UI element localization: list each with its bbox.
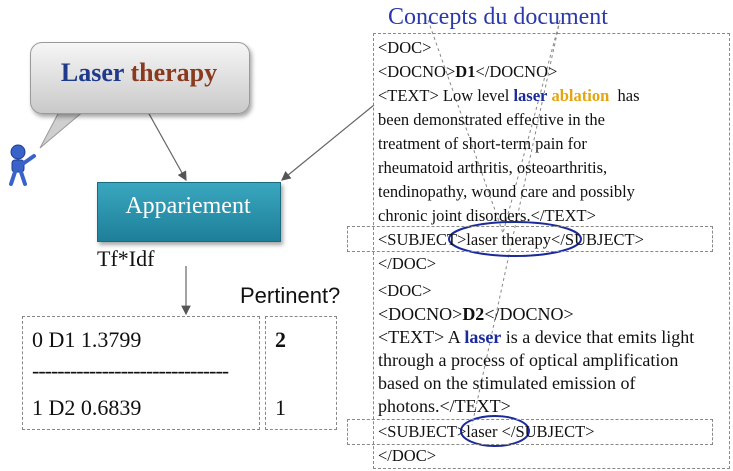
doc2-open-tag: <DOC> xyxy=(378,281,432,300)
concept-link-1 xyxy=(427,19,504,234)
doc1-open-tag: <DOC> xyxy=(378,38,432,57)
score: 0.6839 xyxy=(80,395,142,420)
concept-link-2 xyxy=(502,19,561,234)
bubble-tail xyxy=(39,109,87,149)
score: 1.3799 xyxy=(80,327,142,352)
doc2-docno: <DOCNO>D2</DOCNO> xyxy=(378,304,574,325)
judgement-2: 1 xyxy=(275,395,286,420)
docno-value: D1 xyxy=(455,62,476,81)
text: is a device that emits light xyxy=(501,327,695,347)
bubble-to-match-arrow xyxy=(147,111,187,182)
scoring-label: Tf*Idf xyxy=(97,246,155,271)
doc1-docno: <DOCNO>D1</DOCNO> xyxy=(378,62,557,82)
query-text: Laser therapy xyxy=(30,58,248,88)
result-row-2: 1 D2 0.6839 xyxy=(32,395,141,421)
subject-oval-doc1 xyxy=(448,221,582,257)
rank: 1 xyxy=(32,395,43,420)
query-word-2: therapy xyxy=(130,58,218,87)
ranking-box xyxy=(22,316,260,430)
doc2-text-line: photons.</TEXT> xyxy=(378,396,511,416)
doc2-text-line: through a process of optical amplificati… xyxy=(378,350,679,370)
subject-oval-doc2 xyxy=(460,415,530,447)
tag: <DOCNO> xyxy=(378,304,463,324)
tag: <SUBJECT> xyxy=(378,230,467,249)
doc1-text-line: tendinopathy, wound care and possibly xyxy=(378,182,635,201)
docno-value: D2 xyxy=(462,304,485,324)
tag: <DOCNO> xyxy=(378,62,456,81)
judgement-1: 2 xyxy=(275,327,286,352)
query-bubble xyxy=(30,42,250,114)
tag: </SUBJECT> xyxy=(501,422,595,441)
keyword-laser: laser xyxy=(464,327,502,347)
doc-id: D2 xyxy=(48,395,76,420)
matching-label: Appariement xyxy=(125,193,251,219)
tag: </DOCNO> xyxy=(484,304,574,324)
tag: <SUBJECT> xyxy=(378,422,467,441)
doc1-close-tag: </DOC> xyxy=(378,254,437,273)
doc2-text-line: based on the stimulated emission of xyxy=(378,373,636,393)
doc1-text-line: been demonstrated effective in the xyxy=(378,110,605,129)
doc1-subject: <SUBJECT>laser therapy</SUBJECT> xyxy=(378,230,644,250)
results-separator: ------------------------------- xyxy=(32,358,229,383)
doc2-subject: <SUBJECT>laser </SUBJECT> xyxy=(378,422,594,442)
keyword-ablation: ablation xyxy=(551,86,610,105)
doc2-close-tag: </DOC> xyxy=(378,446,437,465)
user-icon xyxy=(9,144,36,186)
query-word-1: Laser xyxy=(60,58,124,87)
text: A xyxy=(444,327,465,347)
doc2-subject-box xyxy=(347,419,713,445)
document-panel-title: Concepts du document xyxy=(388,4,608,30)
result-row-1: 0 D1 1.3799 xyxy=(32,327,141,353)
judgement-box xyxy=(265,316,337,430)
keyword-laser: laser xyxy=(513,86,548,105)
doc-id: D1 xyxy=(48,327,76,352)
text: has xyxy=(617,86,640,105)
doc-to-match-arrow xyxy=(281,104,375,181)
doc1-text-first-line: <TEXT> Low level laser ablation has xyxy=(378,86,640,106)
tag: <TEXT> xyxy=(378,327,445,347)
subject-concept: laser therapy xyxy=(466,230,552,249)
doc2-text-first-line: <TEXT> A laser is a device that emits li… xyxy=(378,327,694,348)
tag: </SUBJECT> xyxy=(551,230,644,249)
judgement-header: Pertinent? xyxy=(240,283,341,308)
rank: 0 xyxy=(32,327,43,352)
doc1-text-line: treatment of short-term pain for xyxy=(378,134,587,153)
tag: </DOCNO> xyxy=(475,62,558,81)
text: Low level xyxy=(438,86,514,105)
subject-concept: laser xyxy=(466,422,498,441)
matching-box xyxy=(97,182,281,242)
doc1-text-line: chronic joint disorders.</TEXT> xyxy=(378,206,596,225)
tag: <TEXT> xyxy=(378,86,439,105)
doc1-subject-box xyxy=(347,226,713,252)
doc1-text-line: rheumatoid arthritis, osteoarthritis, xyxy=(378,158,608,177)
